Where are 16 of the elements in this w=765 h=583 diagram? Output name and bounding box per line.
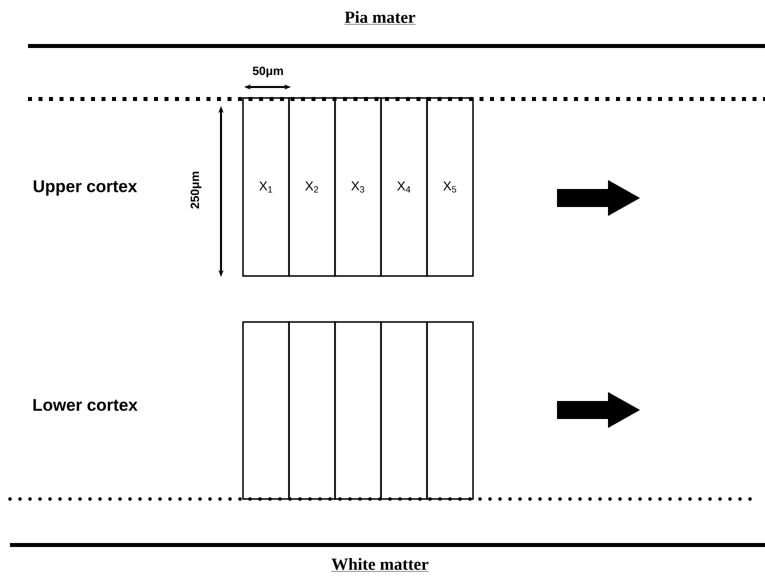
layer-label: Upper cortex [34,180,138,196]
column-box: X$_{5}$ [426,97,474,277]
column-box [334,321,382,500]
column-box [288,321,336,500]
layer-label: White matter [331,558,429,572]
dimension-label: 50μm [252,66,283,78]
column-box: X$_{1}$ [242,97,290,277]
layer-label: Lower cortex [33,399,138,411]
column-box: X$_{2}$ [288,97,336,277]
dimension-label: 250μm [190,172,202,209]
column-box [380,321,428,500]
column-box [242,321,290,500]
column-box [426,321,474,500]
layer-label: Pia mater [344,11,416,25]
column-box: X$_{3}$ [334,97,382,277]
column-box: X$_{4}$ [380,97,428,277]
